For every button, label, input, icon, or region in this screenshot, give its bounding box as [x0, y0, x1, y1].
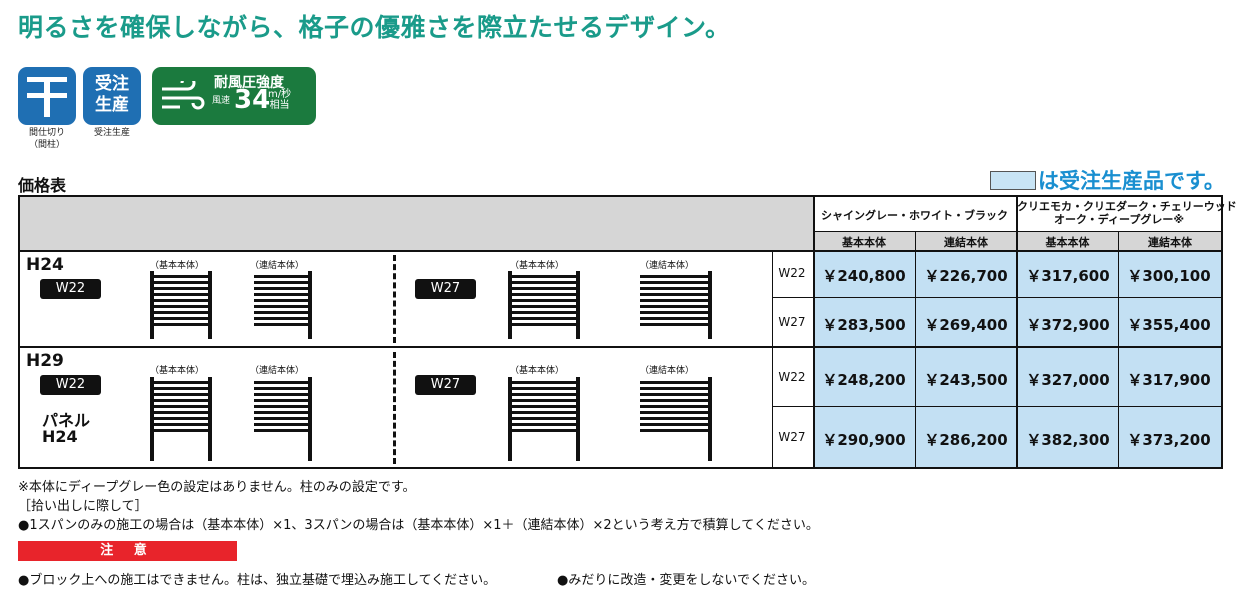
price-cell: ￥240,800 — [822, 267, 906, 285]
wind-resistance-badge: 耐風圧強度 風速 34 m/秒 相当 — [152, 67, 316, 125]
panel-height-label: パネル — [42, 411, 91, 430]
subcol-basic-2: 基本本体 — [1045, 236, 1090, 249]
panel-label-basic: （基本本体） — [510, 366, 565, 376]
partition-caption: 間仕切り （間柱） — [28, 128, 65, 150]
row-width-label: W22 — [778, 266, 806, 280]
price-cell: ￥372,900 — [1026, 316, 1110, 334]
price-table: シャイングレー・ホワイト・ブラック クリエモカ・クリエダーク・チェリーウッド オ… — [18, 195, 1237, 469]
price-table-title: 価格表 — [18, 176, 67, 195]
col-group-wood: クリエモカ・クリエダーク・チェリーウッド オーク・ディープグレー※ — [1017, 200, 1237, 226]
wind-icon — [162, 81, 205, 110]
width-badge-w27: W27 — [415, 279, 476, 299]
price-cell: ￥373,200 — [1127, 431, 1211, 449]
row-height-h29: H29 — [26, 351, 64, 371]
row-height-h24: H24 — [26, 255, 64, 275]
panel-label-linked: （連結本体） — [250, 366, 305, 376]
price-cell: ￥300,100 — [1127, 267, 1211, 285]
fence-basic-icon — [150, 271, 212, 339]
fence-linked-icon — [640, 377, 712, 461]
panel-label-linked: （連結本体） — [250, 261, 305, 271]
subcol-linked-2: 連結本体 — [1148, 236, 1192, 249]
caution-label: 注 意 — [18, 541, 237, 561]
panel-label-linked: （連結本体） — [640, 366, 695, 376]
fence-linked-icon — [254, 377, 312, 461]
panel-label-basic: （基本本体） — [150, 261, 205, 271]
table-header-blank — [20, 197, 813, 250]
price-cell: ￥382,300 — [1026, 431, 1110, 449]
page-headline: 明るさを確保しながら、格子の優雅さを際立たせるデザイン。 — [18, 13, 731, 42]
panel-label-linked: （連結本体） — [640, 261, 695, 271]
width-badge-w27: W27 — [415, 375, 476, 395]
fence-linked-icon — [254, 271, 312, 339]
note-estimate-heading: ［拾い出しに際して］ — [18, 499, 148, 514]
order-production-icon: 受注 生産 — [83, 67, 141, 125]
note-deep-gray: ※本体にディープグレー色の設定はありません。柱のみの設定です。 — [18, 480, 416, 495]
partition-post-icon — [18, 67, 76, 125]
legend-swatch — [990, 171, 1036, 190]
price-cell: ￥226,700 — [924, 267, 1008, 285]
note-estimate-rule: ●1スパンのみの施工の場合は（基本本体）×1、3スパンの場合は（基本本体）×1＋… — [18, 518, 819, 533]
panel-label-basic: （基本本体） — [150, 366, 205, 376]
fence-basic-icon — [508, 377, 580, 461]
panel-height-value: H24 — [42, 427, 78, 446]
price-cell: ￥248,200 — [822, 371, 906, 389]
price-cell: ￥290,900 — [822, 431, 906, 449]
width-badge-w22: W22 — [40, 279, 101, 299]
price-cell: ￥317,900 — [1127, 371, 1211, 389]
subcol-basic-1: 基本本体 — [842, 236, 886, 249]
price-cell: ￥317,600 — [1026, 267, 1110, 285]
price-cell: ￥355,400 — [1127, 316, 1211, 334]
fence-basic-icon — [508, 271, 580, 339]
price-cell: ￥269,400 — [924, 316, 1008, 334]
row-width-label: W22 — [778, 370, 806, 384]
width-badge-w22: W22 — [40, 375, 101, 395]
fence-basic-icon — [150, 377, 212, 461]
order-production-caption: 受注生産 — [93, 128, 130, 138]
subcol-linked-1: 連結本体 — [944, 236, 988, 249]
caution-block-install: ●ブロック上への施工はできません。柱は、独立基礎で埋込み施工してください。 — [18, 573, 497, 588]
price-cell: ￥286,200 — [924, 431, 1008, 449]
fence-linked-icon — [640, 271, 712, 339]
price-cell: ￥243,500 — [924, 371, 1008, 389]
caution-no-modify: ●みだりに改造・変更をしないでください。 — [557, 573, 815, 588]
col-group-standard: シャイングレー・ホワイト・ブラック — [821, 209, 1008, 222]
panel-label-basic: （基本本体） — [510, 261, 565, 271]
legend-text: は受注生産品です。 — [1038, 169, 1225, 193]
row-width-label: W27 — [778, 315, 806, 329]
price-cell: ￥327,000 — [1026, 371, 1110, 389]
price-cell: ￥283,500 — [822, 316, 906, 334]
row-width-label: W27 — [778, 430, 806, 444]
